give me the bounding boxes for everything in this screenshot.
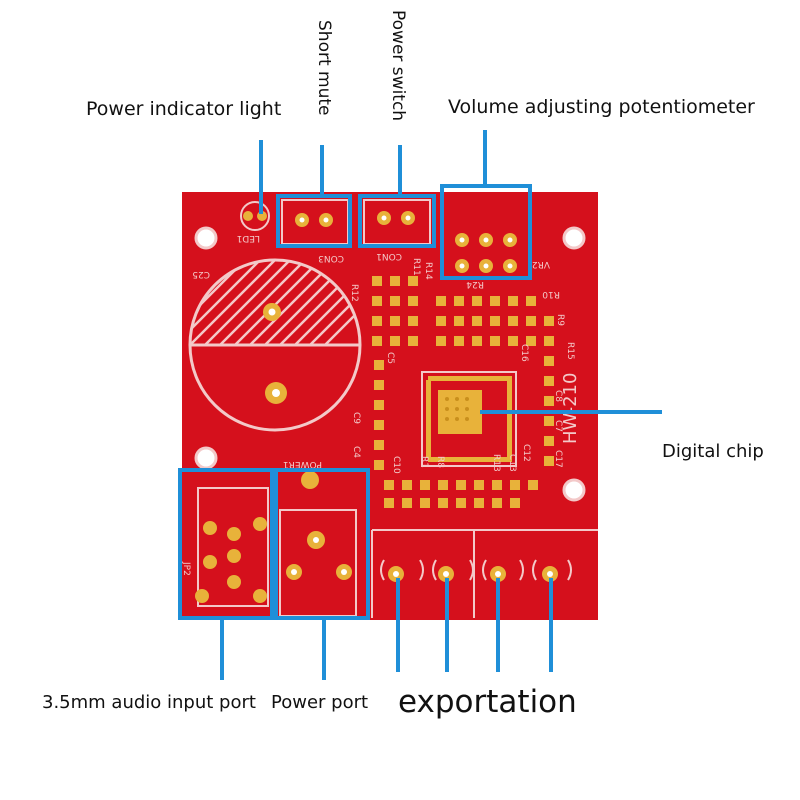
silk-r12: R12 [349,284,359,302]
smd-pads [372,276,554,508]
silk-r10: R10 [542,289,560,299]
silk-c5: C5 [385,352,395,364]
silk-c10: C10 [391,456,401,474]
silk-c7: C7 [553,420,563,432]
silk-jp2: JP2 [181,561,191,576]
label-power-port: Power port [271,692,369,713]
silk-r9: R9 [555,314,565,326]
chip-footprint [421,371,517,467]
silk-con3: CON3 [318,253,344,263]
silk-r14: R14 [423,262,433,280]
silk-c9: C9 [351,412,361,424]
silk-r1: R1 [419,456,429,468]
silk-r24: R24 [466,279,484,289]
silk-c25: C25 [192,269,210,279]
bottom-connectors [197,487,598,618]
label-volume-pot: Volume adjusting potentiometer [448,96,755,118]
silk-led: LED1 [237,233,260,243]
silk-r13: R13 [491,454,501,472]
silk-c17: C17 [553,450,563,468]
label-power-switch: Power switch [388,10,408,122]
silk-c12: C12 [521,444,531,462]
silk-c8: C8 [553,390,563,402]
label-power-indicator: Power indicator light [86,98,282,120]
silk-r8: R8 [435,456,445,468]
silk-vr2: VR2 [532,259,550,269]
silk-c16: C16 [519,344,529,362]
label-short-mute: Short mute [314,20,334,116]
silk-model: HW-210 [560,373,581,444]
silk-c13: C13 [507,454,517,472]
label-exportation: exportation [398,684,577,720]
callout-lines [220,130,662,680]
silk-power1: POWER1 [283,459,322,469]
silk-r15: R15 [565,342,575,360]
mounting-holes [194,226,586,502]
silk-c4: C4 [351,446,361,458]
silk-con1: CON1 [376,251,402,261]
silk-r11: R11 [411,258,421,276]
label-digital-chip: Digital chip [662,441,764,462]
label-audio-input: 3.5mm audio input port [42,692,256,713]
